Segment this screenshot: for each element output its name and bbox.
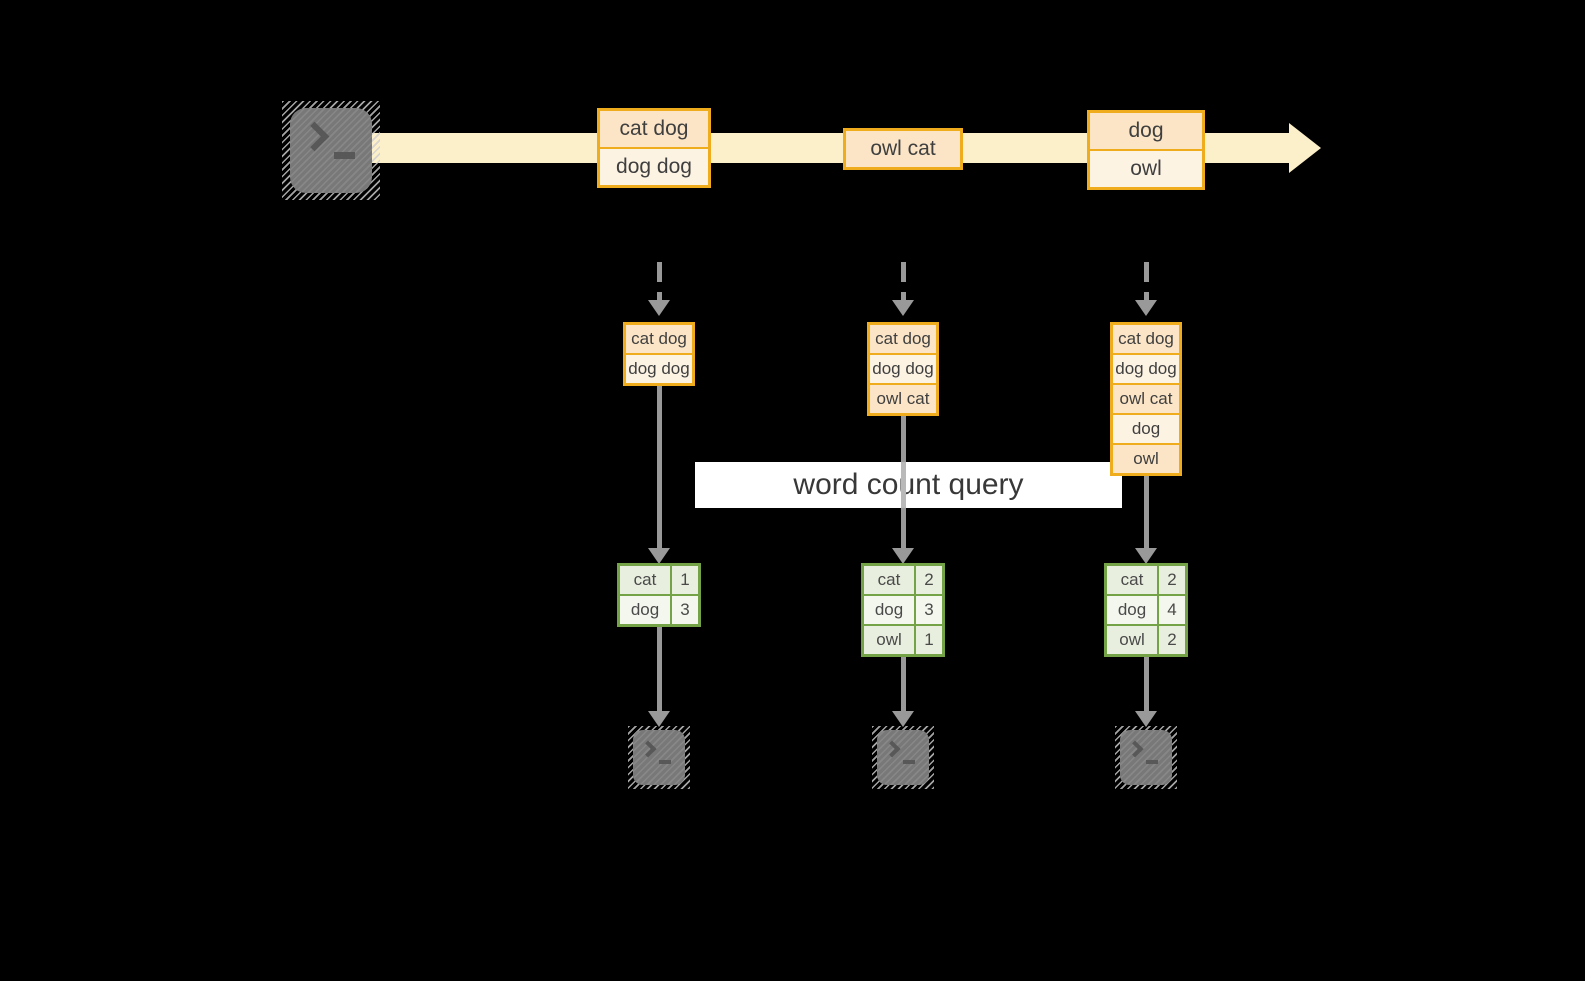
- stream-event-line: dog: [1090, 113, 1202, 149]
- count-cell: 1: [672, 566, 698, 594]
- arrow-head-icon: [1135, 711, 1157, 727]
- buffer-row: dog dog: [626, 355, 692, 383]
- stream-event-box: dog owl: [1087, 110, 1205, 190]
- count-cell: 3: [672, 596, 698, 624]
- query-banner-label: word count query: [793, 468, 1024, 501]
- count-cell: 2: [1159, 566, 1185, 594]
- arrow-head-icon: [648, 548, 670, 564]
- dashed-arrow: [1143, 262, 1149, 300]
- word-cell: cat: [620, 566, 670, 594]
- terminal-prompt-icon: [883, 740, 901, 758]
- arrow-head-icon: [1135, 300, 1157, 316]
- buffer-row: cat dog: [626, 325, 692, 353]
- arrow-head-icon: [892, 711, 914, 727]
- buffer-row: dog dog: [870, 355, 936, 383]
- word-cell: dog: [620, 596, 670, 624]
- arrow-head-icon: [648, 711, 670, 727]
- count-cell: 2: [916, 566, 942, 594]
- word-cell: cat: [864, 566, 914, 594]
- event-buffer: cat dog dog dog owl cat dog owl: [1110, 322, 1182, 476]
- buffer-row: owl: [1113, 445, 1179, 473]
- buffer-row: cat dog: [870, 325, 936, 353]
- buffer-row: cat dog: [1113, 325, 1179, 353]
- buffer-row: dog dog: [1113, 355, 1179, 383]
- terminal-prompt-icon: [1126, 740, 1144, 758]
- arrow-line-over-banner: [900, 462, 906, 508]
- buffer-row: dog: [1113, 415, 1179, 443]
- stream-event-line: dog dog: [600, 149, 708, 185]
- arrow-head-icon: [892, 300, 914, 316]
- terminal-cursor-icon: [334, 152, 355, 159]
- sink-terminal-icon: [1115, 726, 1177, 789]
- terminal-window: [1120, 730, 1172, 785]
- count-cell: 2: [1159, 626, 1185, 654]
- arrow-head-icon: [1135, 548, 1157, 564]
- word-cell: dog: [1107, 596, 1157, 624]
- event-buffer: cat dog dog dog owl cat: [867, 322, 939, 416]
- stream-event-line: owl: [1090, 151, 1202, 187]
- query-banner: word count query: [695, 462, 1122, 508]
- word-cell: dog: [864, 596, 914, 624]
- dashed-arrow: [900, 262, 906, 300]
- terminal-cursor-icon: [1146, 760, 1158, 764]
- stream-event-line: cat dog: [600, 111, 708, 147]
- terminal-window: [877, 730, 929, 785]
- word-cell: owl: [864, 626, 914, 654]
- dashed-arrow: [656, 262, 662, 300]
- arrow-head-icon: [648, 300, 670, 316]
- count-cell: 3: [916, 596, 942, 624]
- arrow-line: [656, 386, 662, 548]
- arrow-line: [900, 657, 906, 711]
- word-count-table: cat 2 dog 4 owl 2: [1104, 563, 1188, 657]
- count-cell: 4: [1159, 596, 1185, 624]
- terminal-cursor-icon: [903, 760, 915, 764]
- sink-terminal-icon: [628, 726, 690, 789]
- arrow-line: [1143, 657, 1149, 711]
- arrow-head-icon: [892, 548, 914, 564]
- word-cell: cat: [1107, 566, 1157, 594]
- buffer-row: owl cat: [1113, 385, 1179, 413]
- terminal-window: [290, 108, 372, 193]
- terminal-window: [633, 730, 685, 785]
- word-cell: owl: [1107, 626, 1157, 654]
- word-count-table: cat 1 dog 3: [617, 563, 701, 627]
- terminal-prompt-icon: [639, 740, 657, 758]
- terminal-prompt-icon: [299, 121, 330, 152]
- source-terminal-icon: [282, 101, 380, 200]
- stream-event-box: cat dog dog dog: [597, 108, 711, 188]
- event-buffer: cat dog dog dog: [623, 322, 695, 386]
- count-cell: 1: [916, 626, 942, 654]
- terminal-cursor-icon: [659, 760, 671, 764]
- buffer-row: owl cat: [870, 385, 936, 413]
- arrow-line: [1143, 476, 1149, 548]
- arrow-line: [656, 627, 662, 711]
- sink-terminal-icon: [872, 726, 934, 789]
- word-count-table: cat 2 dog 3 owl 1: [861, 563, 945, 657]
- stream-event-box: owl cat: [843, 128, 963, 170]
- stream-event-line: owl cat: [846, 131, 960, 167]
- stream-arrowhead-icon: [1289, 123, 1321, 173]
